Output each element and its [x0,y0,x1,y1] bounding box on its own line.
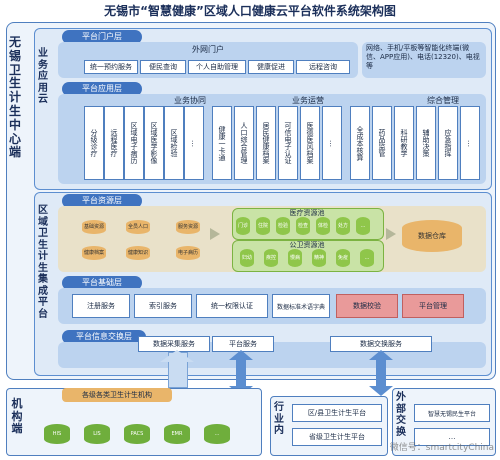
app-item[interactable]: 全成本核算 [350,106,370,180]
app-item[interactable]: 可信电子认证 [278,106,298,180]
app-item[interactable]: … [184,106,204,180]
public-health-pool [232,240,384,272]
arrow-up-icon [229,350,253,360]
pool-cylinder: 检查 [296,217,310,235]
app-item[interactable]: 区域检验 [164,106,184,180]
exchange-layer-tag: 平台信息交换层 [62,330,146,344]
app-item[interactable]: … [322,106,342,180]
diagram-title: 无锡市“智慧健康”区域人口健康云平台软件系统架构图 [104,4,396,18]
institution-label: 机构端 [11,397,23,436]
arrow-up-icon [160,350,194,362]
app-item[interactable]: 区域电子病历 [124,106,144,180]
pool-cylinder: 住院 [256,217,270,235]
app-item[interactable]: 健康一卡通 [212,106,232,180]
pool-cylinder: 检验 [276,217,290,235]
portal-item[interactable]: 健康促进 [248,60,294,74]
arrow-right-icon [210,228,220,240]
integration-platform-label: 区域卫生计生集成平台 [38,205,48,320]
data-warehouse: 数据仓库 [402,220,462,252]
medical-pool-title: 医疗资源池 [289,209,325,217]
pool-cylinder: … [356,217,370,235]
arrow-right-icon [386,228,396,240]
app-item[interactable]: 区域医学影像 [144,106,164,180]
industry-platform-box[interactable]: 省级卫生计生平台 [292,428,382,446]
pool-cylinder: 精神 [312,249,326,267]
portal-item[interactable]: 远程咨询 [296,60,350,74]
external-platform-box[interactable]: 智慧无锡民生平台 [414,404,490,422]
base-item[interactable]: 数据标准术语字典 [272,294,330,318]
data-validation-box[interactable]: 数据校验 [336,294,398,318]
arrow-down-icon [369,386,393,396]
portal-item[interactable]: 便民查询 [140,60,186,74]
pool-cylinder: 门诊 [236,217,250,235]
database-cylinder: 服务资源 [176,220,200,234]
app-item[interactable]: … [460,106,480,180]
app-item[interactable]: 医德医风档案 [300,106,320,180]
pool-cylinder: 体检 [316,217,330,235]
institution-db-cylinder: LIS [84,424,110,444]
portal-item[interactable]: 个人自助管理 [188,60,246,74]
pool-cylinder: 免疫 [336,249,350,267]
network-terminals-note: 网络、手机/平板等智能化终端(微信、APP应用)、电话(12320)、电视等 [362,42,486,78]
extranet-title: 外网门户 [192,45,224,54]
resource-layer-tag: 平台资源层 [62,194,142,208]
center-label: 无锡卫生计生中心端 [8,35,21,160]
app-item[interactable]: 应急指挥 [438,106,458,180]
pool-cylinder: 疾控 [264,249,278,267]
app-item[interactable]: 科研教学 [394,106,414,180]
group-title: 业务协同 [174,96,206,105]
app-item[interactable]: 人口综合管理 [234,106,254,180]
portal-item[interactable]: 统一预约服务 [84,60,138,74]
pool-cylinder: 处方 [336,217,350,235]
institution-db-cylinder: … [204,424,230,444]
database-cylinder: 基础资源 [82,220,106,234]
database-cylinder: 电子病历 [176,246,200,260]
institution-db-cylinder: PACS [124,424,150,444]
pool-cylinder: 慢病 [288,249,302,267]
pool-cylinder: … [360,249,374,267]
arrow-up-icon [369,350,393,360]
database-cylinder: 全员人口 [126,220,150,234]
app-item[interactable]: 分级诊疗 [84,106,104,180]
base-layer-tag: 平台基础层 [62,276,142,290]
external-platform-box[interactable]: … [414,428,490,446]
base-item[interactable]: 注册服务 [72,294,130,318]
app-item[interactable]: 远程医疗 [104,106,124,180]
group-title: 综合管理 [427,96,459,105]
double-arrow-shaft [376,356,386,388]
business-cloud-label: 业务应用云 [38,48,48,105]
platform-management-box[interactable]: 平台管理 [402,294,464,318]
database-cylinder: 健康档案 [82,246,106,260]
institution-db-cylinder: HIS [44,424,70,444]
institution-db-cylinder: EMR [164,424,190,444]
industry-label: 行业内 [274,402,284,436]
base-item[interactable]: 索引服务 [134,294,192,318]
database-cylinder: 健康知识 [126,246,150,260]
app-item[interactable]: 辅助决策 [416,106,436,180]
external-label: 外部交换 [396,392,406,438]
watermark-text: 微信号：smartcityChina [389,443,494,453]
industry-platform-box[interactable]: 区/县卫生计生平台 [292,404,382,422]
group-title: 业务运营 [292,96,324,105]
app-item[interactable]: 药品监管 [372,106,392,180]
pool-cylinder: 妇幼 [240,249,254,267]
public-pool-title: 公卫资源池 [289,241,325,249]
institutions-title: 各级各类卫生计生机构 [62,388,172,402]
double-arrow-shaft [236,356,246,388]
base-item[interactable]: 统一权限认证 [196,294,268,318]
app-item[interactable]: 居民健康档案 [256,106,276,180]
app-layer-tag: 平台应用层 [62,82,142,96]
portal-tag: 平台门户层 [62,30,142,44]
